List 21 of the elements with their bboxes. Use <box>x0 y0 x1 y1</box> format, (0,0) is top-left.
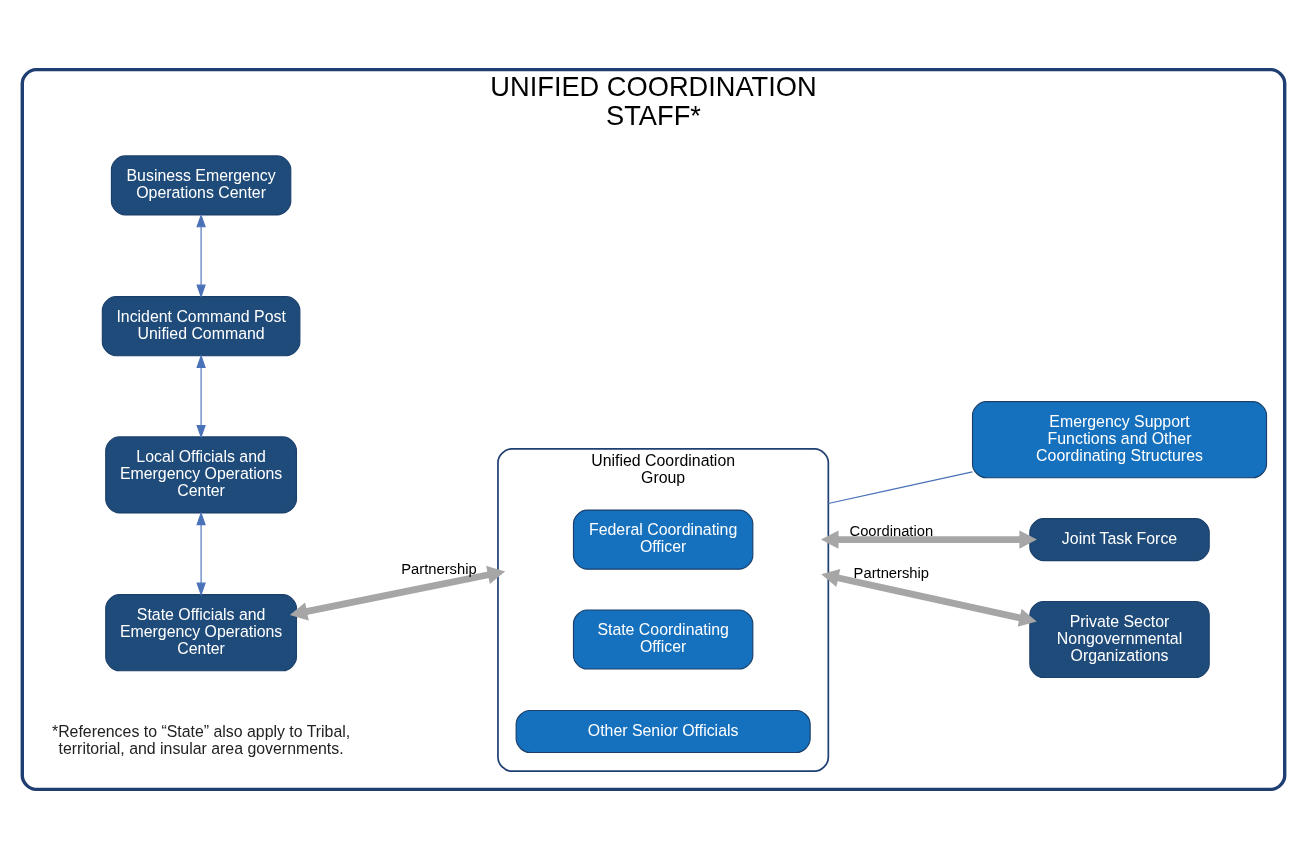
arrow <box>196 511 206 596</box>
arrow <box>196 353 206 439</box>
arrow <box>196 213 206 298</box>
node-box: Emergency Support Functions and Other Coordinating Structures <box>971 400 1268 478</box>
edge-label: Partnership <box>401 560 477 577</box>
node-box: Joint Task Force <box>1029 517 1210 561</box>
connector <box>827 470 973 504</box>
node-box: Other Senior Officials <box>515 709 811 753</box>
arrow <box>289 565 506 621</box>
node-box: Federal Coordinating Officer <box>572 509 754 570</box>
node-box: State Coordinating Officer <box>572 608 754 670</box>
edge-label: Coordination <box>849 522 934 539</box>
arrow <box>821 568 1037 627</box>
node-box: Local Officials and Emergency Operations Center <box>105 435 298 513</box>
edge-label: Partnership <box>853 564 930 581</box>
node-box: Private Sector Nongovernmental Organizations <box>1029 600 1210 678</box>
label: *References to “State” also apply to Tribal, territorial, and insular area governments. <box>51 722 351 757</box>
node-box: Incident Command Post Unified Command <box>101 295 301 356</box>
node-box: State Officials and Emergency Operations Center <box>105 593 298 671</box>
arrow <box>821 529 1037 549</box>
node-box: Business Emergency Operations Center <box>110 154 292 215</box>
